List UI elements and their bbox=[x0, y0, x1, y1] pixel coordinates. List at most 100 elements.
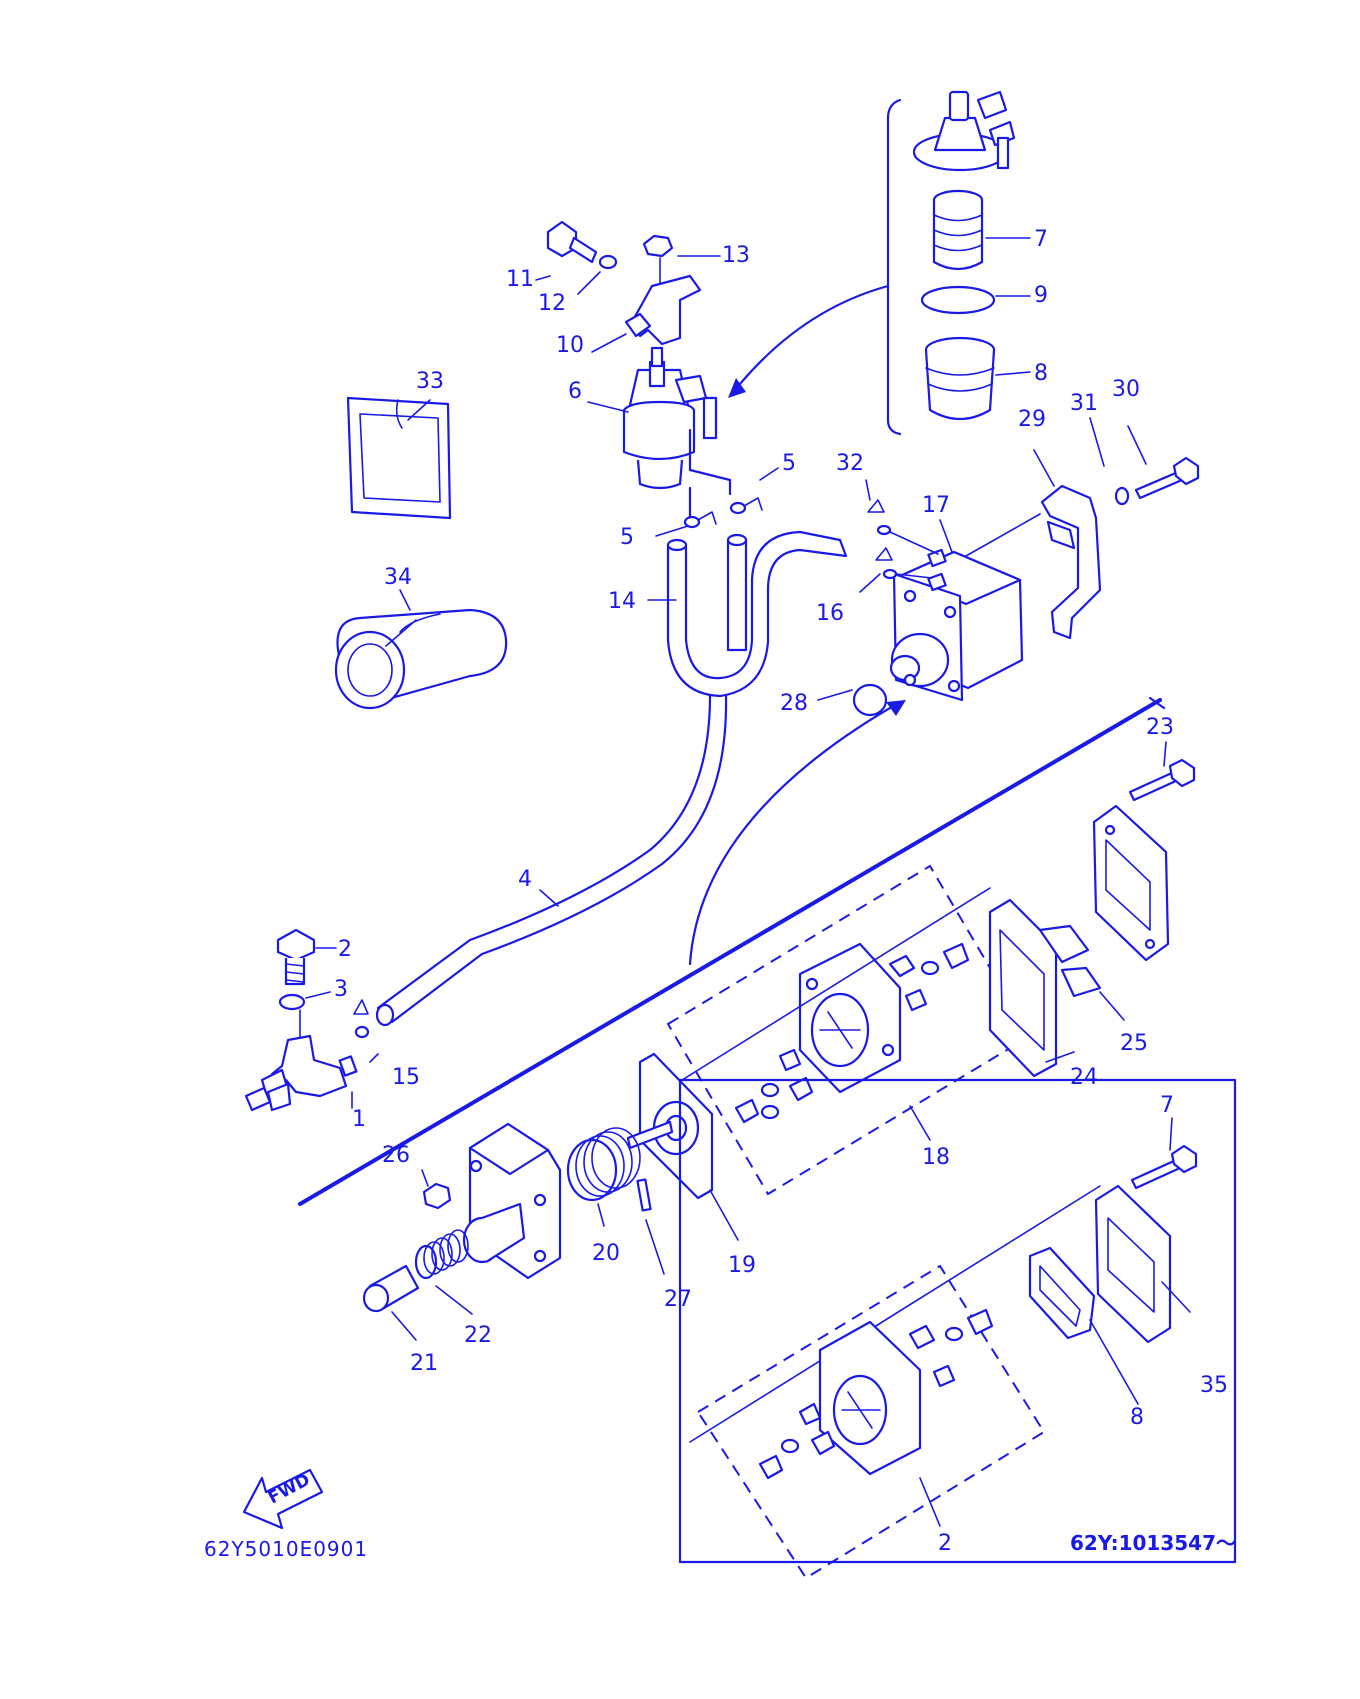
bolt-2 bbox=[276, 928, 316, 986]
callout-5-lower: 5 bbox=[620, 525, 634, 550]
check-valve-25 bbox=[1038, 924, 1102, 998]
callout-17: 17 bbox=[922, 493, 950, 518]
callout-1: 1 bbox=[352, 1107, 366, 1132]
spring-22 bbox=[414, 1229, 469, 1280]
assembly-axis-upper bbox=[649, 887, 991, 1101]
kit-small-parts bbox=[734, 942, 970, 1124]
bolt-23 bbox=[1128, 758, 1196, 802]
filter-element-inset bbox=[932, 189, 984, 271]
callout-8-inset: 8 bbox=[1034, 361, 1048, 386]
inset-bracket bbox=[886, 98, 902, 436]
spring-20 bbox=[566, 1127, 641, 1202]
callout-16: 16 bbox=[816, 601, 844, 626]
clip-32 bbox=[867, 499, 892, 536]
callout-21: 21 bbox=[410, 1351, 438, 1376]
callout-2-lower: 2 bbox=[938, 1531, 952, 1556]
hose-4-upper bbox=[376, 694, 712, 1010]
callout-15: 15 bbox=[392, 1065, 420, 1090]
clip-line-32 bbox=[889, 531, 939, 555]
callout-30: 30 bbox=[1112, 377, 1140, 402]
bracket-10 bbox=[624, 274, 702, 346]
callout-14: 14 bbox=[608, 589, 636, 614]
clip-16 bbox=[875, 547, 898, 580]
fuel-pump-17 bbox=[889, 548, 1024, 702]
callout-6: 6 bbox=[568, 379, 582, 404]
diaphragm-19 bbox=[626, 1052, 714, 1200]
callout-33: 33 bbox=[416, 369, 444, 394]
kit-parts-lower bbox=[758, 1308, 994, 1480]
callout-13: 13 bbox=[722, 243, 750, 268]
nut-26 bbox=[422, 1182, 452, 1210]
fuel-filter-6 bbox=[622, 346, 718, 490]
pin-27 bbox=[636, 1178, 652, 1212]
arrow-head bbox=[728, 378, 746, 398]
clip-line-16 bbox=[895, 573, 933, 579]
serial-kit-box bbox=[678, 1078, 1237, 1564]
callout-12: 12 bbox=[538, 291, 566, 316]
leader-lines bbox=[305, 255, 1191, 1527]
arrow-head-pump bbox=[886, 700, 906, 716]
gasket-8b bbox=[1028, 1246, 1096, 1340]
outer-cover bbox=[1092, 804, 1170, 962]
leader-8a bbox=[995, 371, 1031, 376]
callout-3: 3 bbox=[334, 977, 348, 1002]
hose-14 bbox=[666, 530, 848, 698]
divider-line bbox=[298, 698, 1162, 1206]
callout-7-lower: 7 bbox=[1160, 1093, 1174, 1118]
washer-3 bbox=[278, 993, 306, 1011]
clip-15 bbox=[353, 999, 370, 1039]
callout-22: 22 bbox=[464, 1323, 492, 1348]
callout-26: 26 bbox=[382, 1143, 410, 1168]
bolt-11 bbox=[546, 220, 598, 264]
callout-24: 24 bbox=[1070, 1065, 1098, 1090]
bracket-mount-line bbox=[965, 513, 1041, 557]
washer-31 bbox=[1114, 486, 1130, 506]
gasket-24 bbox=[988, 898, 1058, 1078]
callout-labels: 1 2 2 3 4 5 5 6 7 7 8 8 9 10 11 12 13 14… bbox=[334, 227, 1228, 1556]
callout-19: 19 bbox=[728, 1253, 756, 1278]
clip-5b bbox=[683, 511, 717, 529]
callout-27: 27 bbox=[664, 1287, 692, 1312]
arrow-to-pump bbox=[688, 706, 892, 966]
nut-13 bbox=[642, 234, 674, 258]
pump-cover bbox=[798, 942, 902, 1094]
callout-28: 28 bbox=[780, 691, 808, 716]
callout-31: 31 bbox=[1070, 391, 1098, 416]
plunger-21 bbox=[362, 1264, 420, 1313]
washer-12 bbox=[598, 254, 618, 270]
pump-bracket-29 bbox=[1040, 484, 1102, 640]
kit-cover-lower bbox=[818, 1320, 922, 1476]
callout-5-upper: 5 bbox=[782, 451, 796, 476]
arrow-inset-to-filter bbox=[733, 284, 890, 392]
callout-7-inset: 7 bbox=[1034, 227, 1048, 252]
callout-35: 35 bbox=[1200, 1373, 1228, 1398]
callout-4: 4 bbox=[518, 867, 532, 892]
callout-10: 10 bbox=[556, 333, 584, 358]
filter-cup-inset bbox=[924, 336, 996, 420]
callout-2: 2 bbox=[338, 937, 352, 962]
dashed-kit-2 bbox=[696, 1264, 1046, 1580]
callout-32: 32 bbox=[836, 451, 864, 476]
bolt-7b bbox=[1130, 1144, 1198, 1190]
callout-8-lower: 8 bbox=[1130, 1405, 1144, 1430]
callout-23: 23 bbox=[1146, 715, 1174, 740]
bolt-30 bbox=[1134, 456, 1200, 500]
callout-18: 18 bbox=[922, 1145, 950, 1170]
callout-20: 20 bbox=[592, 1241, 620, 1266]
callout-11: 11 bbox=[506, 267, 534, 292]
assembly-axis-lower bbox=[689, 1185, 1101, 1443]
pump-base bbox=[462, 1122, 562, 1280]
o-ring-inset bbox=[920, 285, 996, 315]
drawing-code: 62Y5010E0901 bbox=[204, 1537, 368, 1561]
hose-4-lower bbox=[390, 694, 728, 1024]
label-plate-33 bbox=[346, 396, 452, 520]
joint-1 bbox=[244, 1034, 358, 1112]
callout-25: 25 bbox=[1120, 1031, 1148, 1056]
outer-cover-35 bbox=[1094, 1184, 1172, 1344]
divider-tick bbox=[1148, 696, 1166, 710]
clip-5a bbox=[729, 497, 763, 515]
filter-head-inset bbox=[912, 90, 1016, 172]
callout-34: 34 bbox=[384, 565, 412, 590]
o-ring-28 bbox=[852, 683, 888, 717]
